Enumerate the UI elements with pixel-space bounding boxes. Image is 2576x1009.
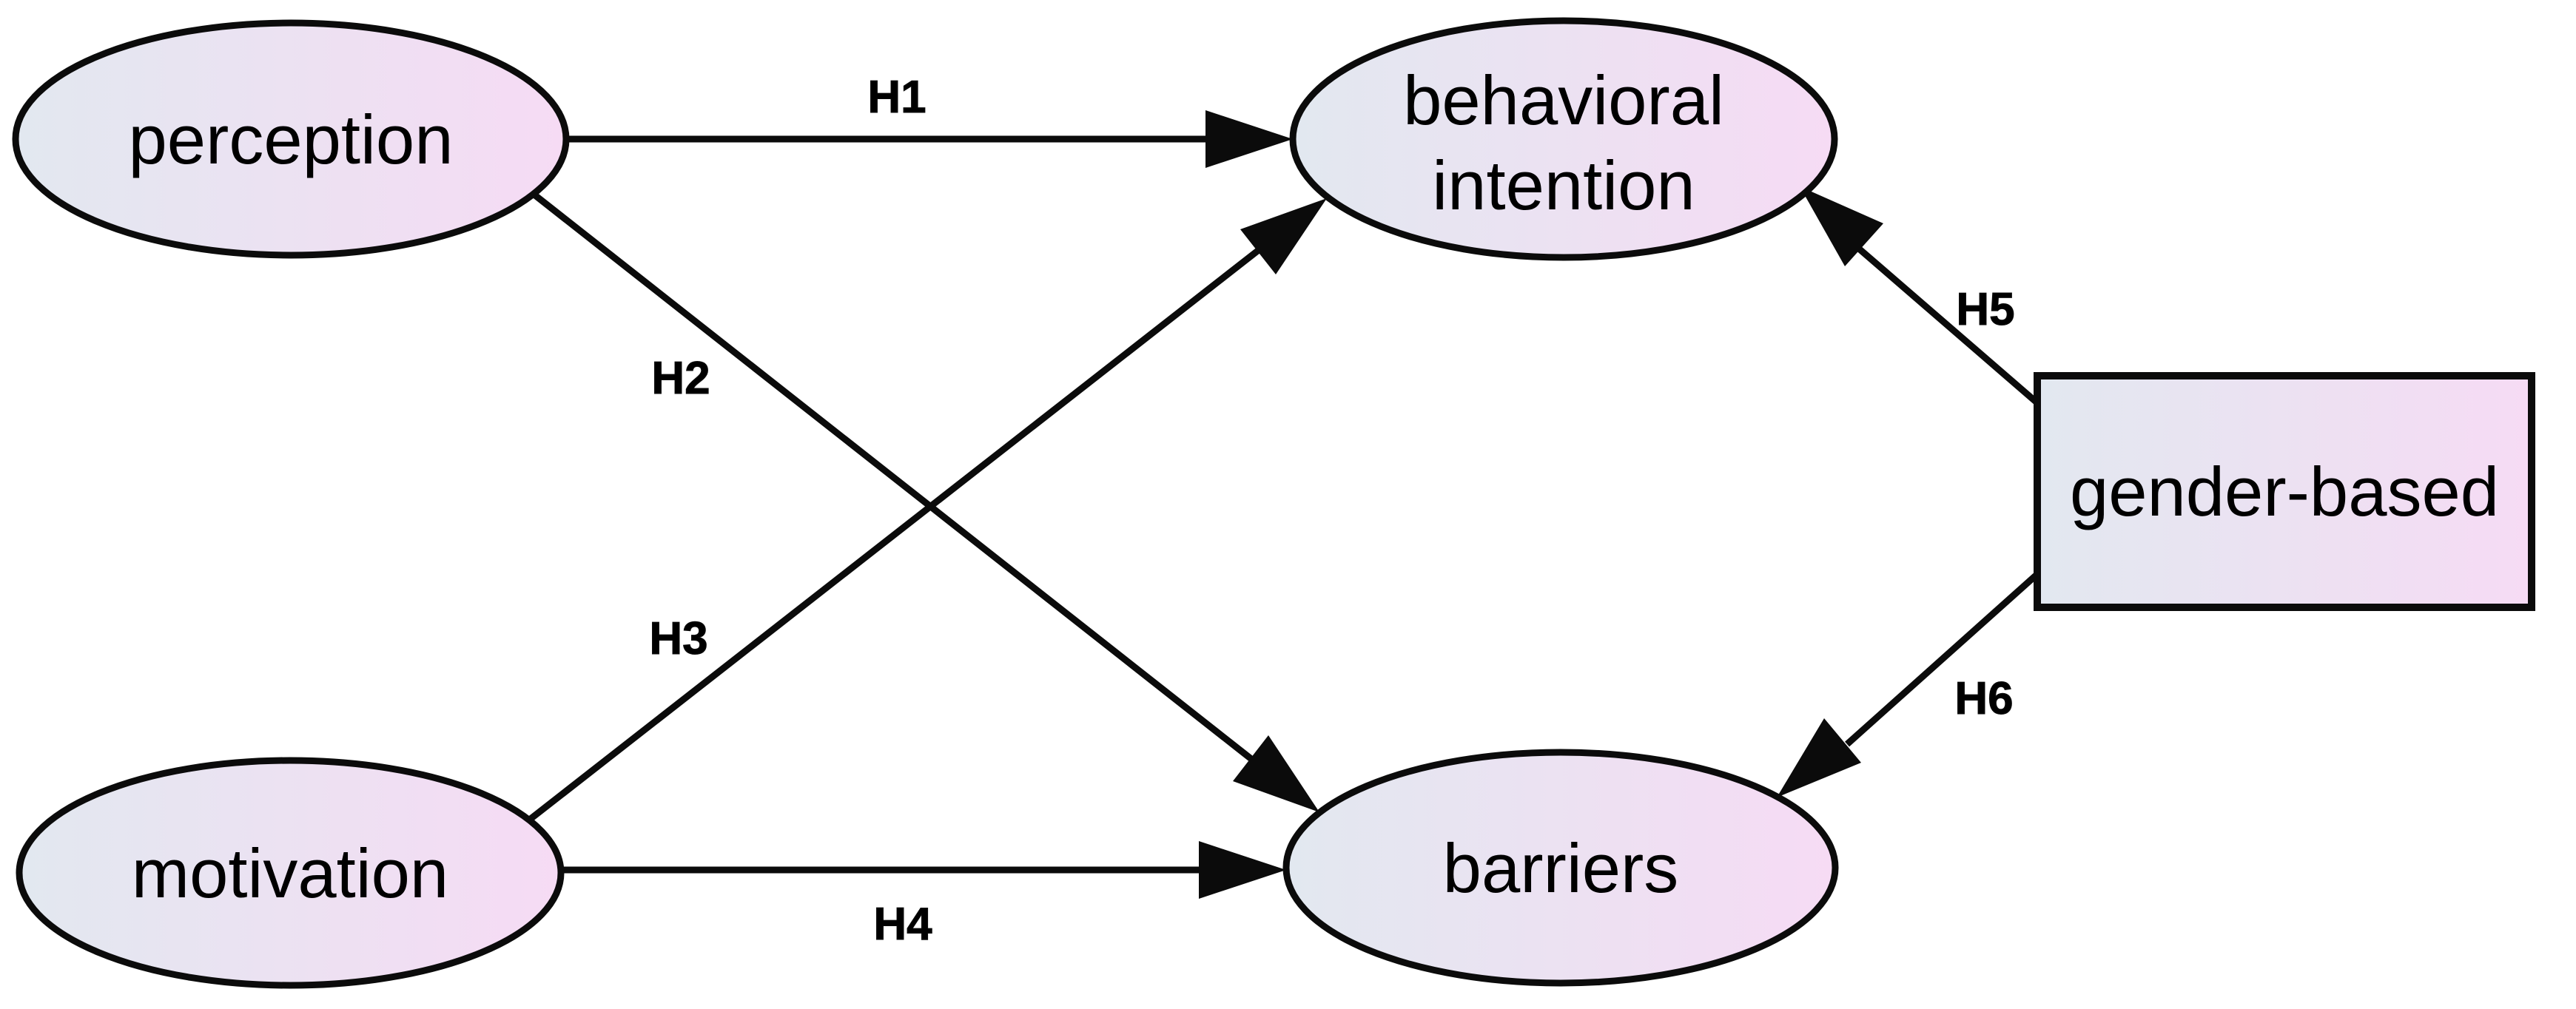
edge-h3: H3 [508, 198, 1327, 837]
edge-h6-arrowhead-icon [1777, 718, 1861, 797]
node-perception-ellipse [12, 19, 570, 259]
edge-h1-arrowhead-icon [1205, 110, 1293, 168]
edge-h5-arrowhead-icon [1800, 186, 1883, 266]
edge-h2: H2 [508, 173, 1319, 812]
edge-h3-arrowhead-icon [1240, 198, 1327, 274]
edge-h6: H6 [1777, 553, 2059, 797]
edge-h5-line [1857, 246, 2059, 423]
node-behavioral-intention-ellipse [1289, 17, 1838, 261]
node-perception: perception [12, 19, 570, 259]
node-behavioral-intention: behavioral intention [1289, 17, 1838, 261]
node-barriers-label: barriers [1443, 829, 1679, 907]
edge-h2-line [508, 173, 1257, 765]
nodes: perception behavioral intention motivati… [12, 17, 2535, 989]
edge-h2-arrowhead-icon [1233, 735, 1319, 812]
node-behavioral-intention-label-line2: intention [1432, 146, 1695, 224]
node-barriers: barriers [1282, 749, 1839, 987]
edge-h4-arrowhead-icon [1199, 841, 1286, 899]
edge-h1-label: H1 [867, 72, 926, 123]
node-motivation: motivation [16, 757, 565, 989]
node-behavioral-intention-label-line1: behavioral [1403, 61, 1724, 139]
edge-h4-label: H4 [873, 899, 932, 950]
node-motivation-ellipse [16, 757, 565, 989]
edge-h3-label: H3 [649, 613, 707, 664]
node-gender-based-label: gender-based [2070, 453, 2499, 530]
edge-h6-line [1845, 553, 2059, 747]
edge-h6-label: H6 [1954, 673, 2013, 724]
edges: H1 H2 H3 H4 H5 H6 [370, 72, 2059, 951]
node-gender-based: gender-based [2034, 372, 2535, 611]
edge-h2-label: H2 [651, 353, 710, 404]
node-perception-label: perception [129, 101, 454, 178]
edge-h3-line [508, 244, 1265, 837]
edge-h5-label: H5 [1956, 284, 2014, 335]
node-gender-based-rect [2034, 372, 2535, 611]
edge-h5: H5 [1800, 186, 2059, 423]
node-motivation-label: motivation [132, 834, 448, 912]
node-barriers-ellipse [1282, 749, 1839, 987]
